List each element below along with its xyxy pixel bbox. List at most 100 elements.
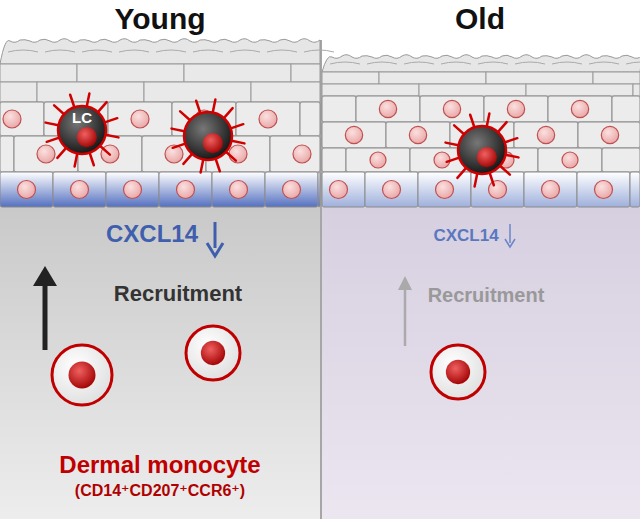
nucleus: [18, 181, 36, 199]
corneum-line: [304, 50, 334, 52]
keratinocyte: [577, 172, 630, 207]
granular-cell: [526, 84, 633, 96]
corneum-line: [626, 62, 640, 64]
panel-title: Young: [114, 2, 205, 35]
granular-cell: [322, 72, 379, 84]
keratinocyte: [322, 122, 386, 148]
granular-cell: [633, 84, 640, 96]
keratinocyte: [346, 148, 410, 172]
keratinocyte: [212, 172, 265, 207]
granular-cell: [593, 72, 640, 84]
keratinocyte: [578, 122, 640, 148]
cell-label: LC: [72, 109, 92, 126]
granular-cell: [322, 84, 419, 96]
lc-nucleus: [203, 133, 223, 153]
keratinocyte: [602, 148, 640, 172]
nucleus: [71, 181, 89, 199]
keratinocyte: [0, 136, 14, 172]
monocyte: [52, 345, 112, 405]
stratum-corneum: [0, 39, 320, 64]
epidermis-cells: [0, 39, 640, 207]
keratinocyte: [418, 172, 471, 207]
keratinocyte: [270, 136, 320, 172]
keratinocyte: [159, 172, 212, 207]
keratinocyte: [514, 122, 578, 148]
nucleus: [345, 126, 362, 143]
langerhans-cell: [58, 106, 106, 154]
keratinocyte: [322, 148, 346, 172]
keratinocyte: [524, 172, 577, 207]
corneum-line: [45, 50, 75, 52]
corneum-line: [367, 62, 397, 64]
nucleus: [330, 181, 348, 199]
monocyte: [186, 326, 240, 380]
nucleus: [383, 181, 401, 199]
corneum-line: [515, 62, 545, 64]
nucleus: [370, 152, 386, 168]
chemokine-label: CXCL14: [106, 221, 198, 247]
corneum-line: [552, 62, 582, 64]
keratinocyte: [322, 96, 356, 122]
nucleus: [131, 110, 149, 128]
nucleus: [229, 145, 247, 163]
nucleus: [537, 126, 554, 143]
corneum-line: [330, 62, 360, 64]
keratinocyte: [612, 96, 640, 122]
granular-cell: [379, 72, 486, 84]
monocyte-nucleus: [69, 362, 96, 389]
corneum-line: [441, 62, 471, 64]
granular-cell: [77, 64, 184, 82]
corneum-line: [8, 50, 38, 52]
granular-cell: [144, 82, 251, 102]
corneum-line: [478, 62, 508, 64]
marker-label: (CD14⁺CD207⁺CCR6⁺): [75, 482, 245, 500]
langerhans-cell: [184, 112, 232, 160]
cell-type-label: Dermal monocyte: [59, 452, 260, 478]
nucleus: [124, 181, 142, 199]
langerhans-cell: LC: [58, 106, 106, 154]
corneum-line: [156, 50, 186, 52]
nucleus: [37, 145, 55, 163]
granular-cell: [0, 82, 37, 102]
nucleus: [259, 110, 277, 128]
granular-cell: [291, 64, 320, 82]
keratinocyte: [365, 172, 418, 207]
process-label: Recruitment: [428, 284, 545, 306]
keratinocyte: [538, 148, 602, 172]
corneum-line: [193, 50, 223, 52]
nucleus: [436, 181, 454, 199]
keratinocyte: [318, 172, 320, 207]
keratinocyte: [265, 172, 318, 207]
corneum-line: [267, 50, 297, 52]
monocyte: [431, 345, 485, 399]
nucleus: [177, 181, 195, 199]
nucleus: [601, 126, 618, 143]
lc-nucleus: [477, 147, 497, 167]
monocyte-nucleus: [201, 341, 225, 365]
granular-cell: [184, 64, 291, 82]
keratinocyte: [236, 102, 300, 136]
nucleus: [571, 100, 588, 117]
nucleus: [379, 100, 396, 117]
nucleus: [562, 152, 578, 168]
nucleus: [3, 110, 21, 128]
chemokine-label: CXCL14: [433, 227, 498, 246]
keratinocyte: [53, 172, 106, 207]
corneum-line: [230, 50, 260, 52]
corneum-line: [82, 50, 112, 52]
corneum-line: [589, 62, 619, 64]
keratinocyte: [356, 96, 420, 122]
keratinocyte: [420, 96, 484, 122]
stratum-corneum: [322, 55, 640, 72]
langerhans-cell: [458, 126, 506, 174]
keratinocyte: [386, 122, 450, 148]
keratinocyte: [0, 172, 53, 207]
nucleus: [595, 181, 613, 199]
nucleus: [434, 152, 450, 168]
keratinocyte: [630, 172, 640, 207]
panel-title: Old: [455, 2, 505, 35]
process-label: Recruitment: [114, 282, 242, 306]
monocyte-nucleus: [446, 360, 470, 384]
granular-cell: [419, 84, 526, 96]
